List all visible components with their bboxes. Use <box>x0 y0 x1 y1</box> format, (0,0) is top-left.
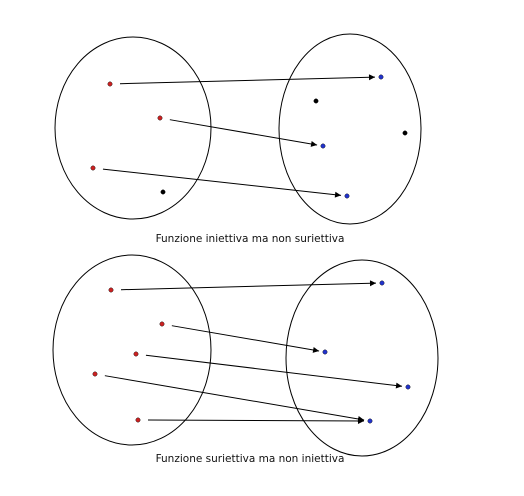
caption-surjective: Funzione suriettiva ma non iniettiva <box>155 453 345 465</box>
point-a1 <box>107 81 113 87</box>
mapping-arrow-c4-d4 <box>104 375 365 422</box>
point-b1 <box>378 74 384 80</box>
mapping-arrow-c2-d2 <box>171 325 320 353</box>
point-c1 <box>108 287 114 293</box>
domain-set-2 <box>52 254 212 446</box>
domain-set-1 <box>54 36 212 220</box>
mapping-arrow-a3-b3 <box>102 168 342 198</box>
point-d2 <box>322 349 328 355</box>
mapping-arrow-a1-b1 <box>119 74 376 85</box>
point-a2 <box>157 115 163 121</box>
mapping-arrows-1 <box>102 74 376 198</box>
point-d1 <box>379 280 385 286</box>
point-a4 <box>160 189 166 195</box>
mapping-arrows-2 <box>104 280 403 424</box>
point-b3 <box>344 193 350 199</box>
codomain-set-1 <box>278 33 422 225</box>
points-2 <box>92 280 411 424</box>
codomain-set-2 <box>285 259 439 457</box>
point-a3 <box>90 165 96 171</box>
mapping-arrow-c3-d3 <box>145 354 403 389</box>
mapping-arrow-a2-b2 <box>169 119 318 147</box>
point-b4 <box>313 98 319 104</box>
point-c3 <box>133 351 139 357</box>
point-b5 <box>402 130 408 136</box>
caption-injective: Funzione iniettiva ma non suriettiva <box>155 233 345 245</box>
points-1 <box>90 74 408 199</box>
point-c4 <box>92 371 98 377</box>
point-d3 <box>405 384 411 390</box>
point-d4 <box>367 418 373 424</box>
mapping-arrow-c5-d4 <box>147 417 365 424</box>
point-b2 <box>320 143 326 149</box>
mapping-arrow-c1-d1 <box>120 280 377 291</box>
point-c5 <box>135 417 141 423</box>
point-c2 <box>159 321 165 327</box>
